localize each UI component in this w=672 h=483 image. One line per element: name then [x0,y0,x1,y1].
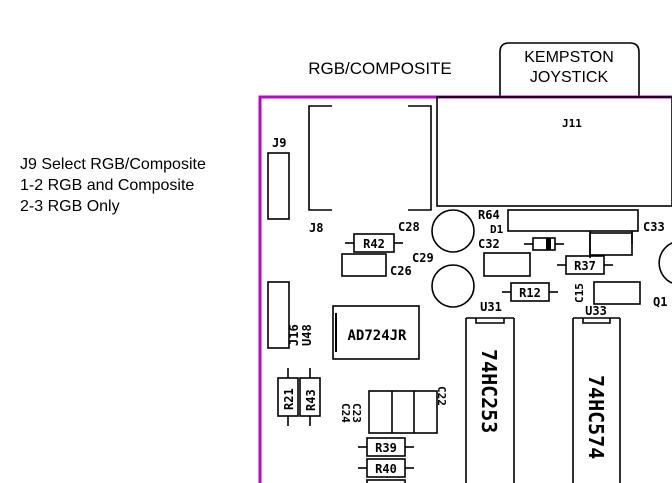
u48-chip [332,305,420,360]
r21-label: R21 [282,388,296,410]
j9-jumper [267,152,290,220]
j8-outline-right [408,105,432,211]
d1-label: D1 [490,223,504,236]
c32-capacitor [483,252,531,277]
c28-capacitor [431,209,475,253]
j16-jumper [267,281,290,349]
r42-label: R42 [363,237,385,251]
j16-label: J16 [287,324,301,346]
c23-label: C23 [350,403,363,423]
j11-label: J11 [562,117,582,130]
r39-label: R39 [375,441,397,455]
j8-label: J8 [309,221,323,235]
joystick-label: JOYSTICK [530,69,609,86]
c33-capacitor [589,232,633,256]
c22-c23-c24-capacitors [368,390,438,434]
j8-outline-left [308,105,332,211]
c32-label: C32 [478,237,500,251]
note-line-3: 2-3 RGB Only [20,198,120,215]
rgb-composite-label: RGB/COMPOSITE [308,59,452,78]
r64-label: R64 [478,208,500,222]
u33-label: U33 [585,304,607,318]
u31-label: U31 [480,300,502,314]
q1-transistor [658,242,672,284]
c26-label: C26 [390,264,412,278]
c28-label: C28 [398,220,420,234]
j11-connector [436,96,672,207]
u33-chip [572,317,621,483]
q1-label: Q1 [653,295,667,309]
c29-label: C29 [412,251,434,265]
kempston-label: KEMPSTON [524,49,614,66]
r43-label: R43 [304,389,318,411]
c15-label: C15 [573,283,586,303]
c15-capacitor [593,281,641,305]
note-line-2: 1-2 RGB and Composite [20,177,194,194]
ad724-part-label: AD724JR [347,328,407,344]
c26-capacitor [341,253,387,277]
r64-resistor [507,209,639,232]
kempston-connector-tab [499,42,640,97]
r12-label: R12 [519,286,541,300]
u33-part-label: 74HC574 [584,375,608,459]
u48-label: U48 [300,324,314,346]
c24-label: C24 [339,403,352,423]
note-line-1: J9 Select RGB/Composite [20,156,206,173]
r40-label: R40 [375,462,397,476]
c33-label: C33 [643,220,665,234]
j9-label: J9 [272,136,286,150]
u31-chip [465,317,515,483]
d1-diode [532,237,556,251]
c22-label: C22 [435,386,448,406]
c29-capacitor [431,264,475,308]
r37-label: R37 [574,259,596,273]
u31-part-label: 74HC253 [477,349,501,433]
